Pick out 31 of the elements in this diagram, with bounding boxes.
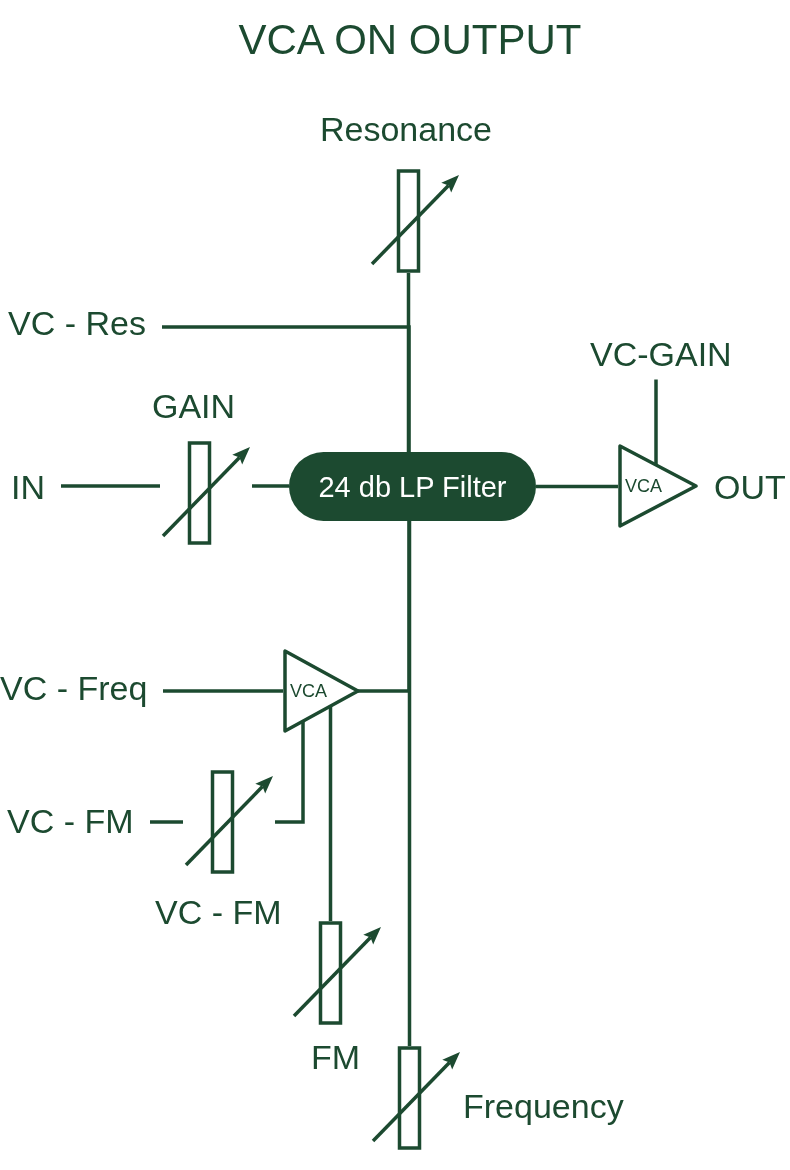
signal-line (328, 706, 333, 921)
amplifier-triangle: VCA (283, 649, 360, 733)
signal-line (275, 721, 305, 824)
variable-resistor-symbol (160, 441, 252, 545)
filter-block: 24 db LP Filter (289, 452, 536, 521)
signal-line (654, 379, 658, 465)
signal-line (163, 689, 283, 693)
signal-label: VC - FM (7, 800, 134, 841)
signal-line (61, 484, 160, 488)
signal-line (407, 521, 412, 1046)
diagram-title: VCA ON OUTPUT (238, 15, 582, 65)
signal-line (162, 325, 411, 452)
amplifier-triangle: VCA (618, 444, 698, 528)
signal-label: VC - Freq (0, 667, 148, 708)
variable-resistor-symbol (370, 1046, 462, 1150)
variable-resistor-symbol (183, 770, 275, 874)
signal-line (536, 484, 618, 489)
signal-label: VC - Res (8, 302, 146, 343)
signal-line (150, 820, 183, 824)
signal-line (252, 484, 289, 488)
signal-line (358, 521, 411, 693)
control-label: GAIN (152, 385, 236, 426)
control-label: FM (311, 1036, 361, 1077)
control-label: VC - FM (155, 891, 282, 932)
signal-label: VC-GAIN (590, 333, 732, 374)
control-label: Resonance (320, 108, 492, 149)
variable-resistor-symbol (291, 921, 383, 1025)
signal-label: IN (11, 466, 45, 507)
signal-label: OUT (714, 466, 786, 507)
control-label: Frequency (463, 1085, 624, 1126)
variable-resistor-symbol (369, 169, 461, 273)
